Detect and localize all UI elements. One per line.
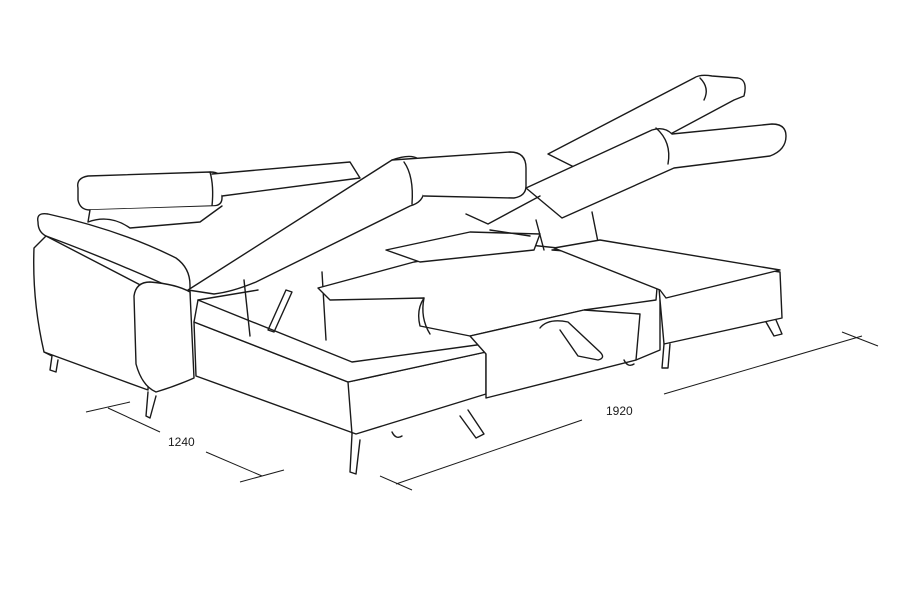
width-label: 1920: [606, 404, 633, 418]
left-armrest: [33, 212, 195, 419]
right-storage-box: [551, 239, 783, 369]
width-dimension: 1920: [379, 331, 879, 491]
depth-label: 1240: [168, 435, 195, 449]
back-headrest: [77, 161, 361, 229]
center-bed: [317, 231, 661, 399]
left-lifted-lid: [187, 151, 527, 341]
depth-dimension: 1240: [85, 401, 285, 483]
left-storage-box: [193, 289, 487, 475]
right-lifted-lid: [465, 74, 787, 253]
